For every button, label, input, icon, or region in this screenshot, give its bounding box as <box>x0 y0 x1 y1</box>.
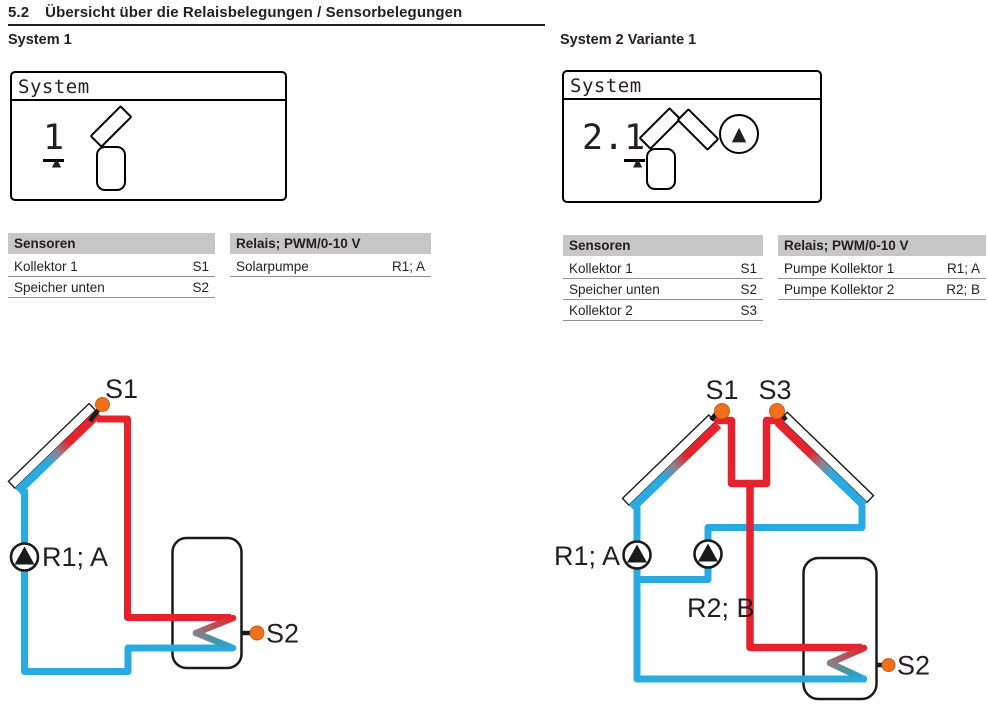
solar-collector <box>7 402 102 495</box>
section-heading: 5.2 Übersicht über die Relaisbelegungen … <box>8 4 545 26</box>
pipe-hot-manifold <box>714 416 783 488</box>
solar-collector-1 <box>621 414 722 512</box>
lcd-body: 2.1 ▲ ▲ <box>564 100 820 200</box>
relay-table-system1: Relais; PWM/0-10 V Solarpumpe R1; A <box>230 233 431 277</box>
sensor-id: S1 <box>740 261 757 276</box>
pump-r1 <box>622 540 652 570</box>
sensor-table-system2: Sensoren Kollektor 1 S1 Speicher unten S… <box>563 235 763 321</box>
solar-collector-2 <box>774 411 875 509</box>
sensor-s2-dot <box>881 658 896 672</box>
table-row: Speicher unten S2 <box>8 277 215 298</box>
sensor-stub <box>88 407 101 423</box>
section-number: 5.2 <box>8 4 30 21</box>
system1-title: System 1 <box>8 32 72 48</box>
pump-r1 <box>9 542 40 572</box>
table-header: Relais; PWM/0-10 V <box>778 235 986 256</box>
lcd-display-system2: System 2.1 ▲ ▲ <box>562 70 822 203</box>
sensor-s1-dot <box>95 397 110 412</box>
relay-label: Solarpumpe <box>236 259 309 274</box>
table-header: Relais; PWM/0-10 V <box>230 233 431 254</box>
sensor-label: Speicher unten <box>569 282 660 297</box>
relay-table-system2: Relais; PWM/0-10 V Pumpe Kollektor 1 R1;… <box>778 235 986 300</box>
hydraulic-diagram-system1: R1; A S1 S2 <box>7 374 299 675</box>
sensor-s1-dot <box>714 403 730 419</box>
lcd-system-number: 1 ▲ <box>43 118 65 169</box>
table-row: Kollektor 2 S3 <box>563 300 763 321</box>
sensor-id: S3 <box>740 303 757 318</box>
relay-id: R1; A <box>946 261 980 276</box>
lcd-display-system1: System 1 ▲ <box>10 71 287 201</box>
section-title: Übersicht über die Relaisbelegungen / Se… <box>45 4 463 21</box>
tank-icon <box>646 148 676 190</box>
storage-tank <box>171 536 243 670</box>
pump-r2-label: R2; B <box>687 593 755 623</box>
relay-id: R1; A <box>391 259 425 274</box>
pipe-hot <box>97 415 231 621</box>
sensor-s1-label: S1 <box>705 375 738 405</box>
pump-icon: ▲ <box>719 114 759 154</box>
collector2-icon <box>676 107 720 152</box>
pump-triangle-icon: ▲ <box>731 122 747 145</box>
sensor-label: Speicher unten <box>14 280 105 295</box>
heat-exchanger-coil <box>826 644 868 667</box>
lcd-number-cursor: 1 <box>624 118 646 162</box>
storage-tank <box>802 556 878 701</box>
lcd-title: System <box>564 72 820 100</box>
pipe-cold-2 <box>635 505 866 583</box>
relay-label: Pumpe Kollektor 1 <box>784 261 895 276</box>
tank-icon <box>96 146 126 191</box>
sensor-s1-label: S1 <box>105 374 138 404</box>
lcd-number-cursor: 1 <box>43 118 65 162</box>
heat-exchanger-coil <box>826 659 868 683</box>
sensor-table-system1: Sensoren Kollektor 1 S1 Speicher unten S… <box>8 233 215 298</box>
sensor-label: Kollektor 1 <box>569 261 633 276</box>
table-row: Speicher unten S2 <box>563 279 763 300</box>
lcd-body: 1 ▲ <box>12 101 285 198</box>
pipe-cold <box>21 489 233 675</box>
table-header: Sensoren <box>8 233 215 254</box>
cursor-triangle-icon: ▲ <box>633 155 643 169</box>
sensor-s3-dot <box>769 403 785 419</box>
lcd-title: System <box>12 73 285 101</box>
pump-r1-label: R1; A <box>42 542 108 572</box>
table-header: Sensoren <box>563 235 763 256</box>
table-row: Kollektor 1 S1 <box>563 258 763 279</box>
pump-r1-label: R1; A <box>555 541 620 571</box>
relay-id: R2; B <box>946 282 980 297</box>
sensor-s2-dot <box>249 625 265 641</box>
heat-exchanger-coil <box>192 629 237 652</box>
heat-exchanger-coil <box>192 614 237 637</box>
system2-title: System 2 Variante 1 <box>560 32 697 48</box>
table-row: Solarpumpe R1; A <box>230 256 431 277</box>
table-row: Pumpe Kollektor 2 R2; B <box>778 279 986 300</box>
pipe-hot <box>746 481 862 652</box>
sensor-id: S2 <box>192 280 209 295</box>
table-row: Kollektor 1 S1 <box>8 256 215 277</box>
sensor-s2-label: S2 <box>897 651 930 681</box>
lcd-system-number: 2.1 ▲ <box>582 118 646 169</box>
pump-r2 <box>693 539 723 569</box>
sensor-id: S2 <box>740 282 757 297</box>
sensor-label: Kollektor 1 <box>14 259 78 274</box>
sensor-label: Kollektor 2 <box>569 303 633 318</box>
relay-label: Pumpe Kollektor 2 <box>784 282 895 297</box>
hydraulic-diagram-system2: R1; A R2; B S1 S3 S2 <box>555 375 930 701</box>
table-row: Pumpe Kollektor 1 R1; A <box>778 258 986 279</box>
sensor-id: S1 <box>192 259 209 274</box>
collector-icon <box>89 104 133 149</box>
cursor-triangle-icon: ▲ <box>51 155 62 169</box>
sensor-s3-label: S3 <box>758 375 791 405</box>
lcd-number-prefix: 2. <box>582 118 625 158</box>
sensor-s2-label: S2 <box>266 619 299 649</box>
